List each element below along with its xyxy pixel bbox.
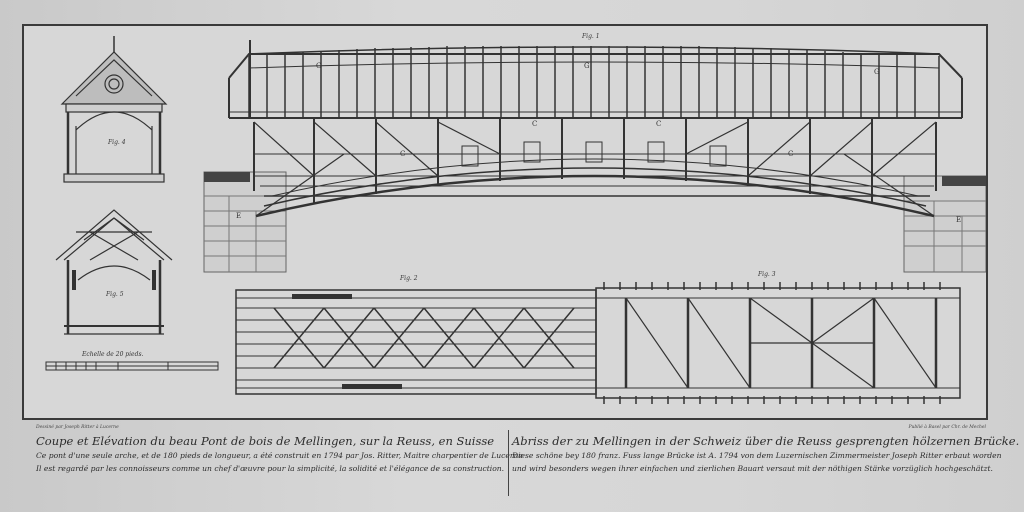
engraving-plate: Fig. 1 G G G C C C C E E Fig. 4 bbox=[45, 33, 986, 404]
plan-view-fig2 bbox=[235, 289, 597, 395]
letter-e-right: E bbox=[956, 216, 961, 224]
letter-c-1: C bbox=[532, 120, 537, 128]
caption-german-line2: und wird besonders wegen ihrer einfachen… bbox=[512, 464, 993, 473]
caption-german: Abriss der zu Mellingen in der Schweiz ü… bbox=[512, 433, 1020, 475]
left-abutment bbox=[203, 171, 287, 273]
railing-posts bbox=[248, 46, 940, 118]
fig5-label: Fig. 5 bbox=[105, 291, 124, 298]
portal-elevation bbox=[60, 36, 168, 183]
letter-g-3: G bbox=[874, 68, 880, 76]
letter-c-3: C bbox=[400, 150, 405, 158]
plan-view-fig3 bbox=[595, 282, 961, 404]
scale-label: Echelle de 20 pieds. bbox=[81, 351, 144, 358]
caption-french-line2: Il est regardé par les connoisseurs comm… bbox=[36, 464, 505, 473]
fig4-label: Fig. 4 bbox=[107, 139, 126, 146]
caption-french-line1: Ce pont d'une seule arche, et de 180 pie… bbox=[36, 451, 523, 460]
letter-g-1: G bbox=[316, 62, 322, 70]
scale-bar bbox=[45, 361, 219, 371]
cross-section bbox=[55, 209, 173, 335]
right-abutment bbox=[903, 175, 986, 273]
engraver-credit: Dessiné par Joseph Ritter à Lucerne bbox=[36, 425, 119, 430]
caption-french: Coupe et Elévation du beau Pont de bois … bbox=[36, 433, 523, 475]
caption-french-title: Coupe et Elévation du beau Pont de bois … bbox=[36, 434, 495, 448]
caption-german-line1: Diese schöne bey 180 franz. Fuss lange B… bbox=[512, 451, 1002, 460]
fig1-label: Fig. 1 bbox=[581, 33, 600, 40]
truss-hangers bbox=[313, 118, 873, 204]
bridge-windows bbox=[461, 141, 727, 167]
bridge-elevation bbox=[203, 40, 986, 273]
letter-g-2: G bbox=[584, 62, 590, 70]
fig2-label: Fig. 2 bbox=[399, 275, 418, 282]
letter-c-2: C bbox=[656, 120, 661, 128]
letter-c-4: C bbox=[788, 150, 793, 158]
caption-divider bbox=[508, 430, 509, 496]
caption-german-title: Abriss der zu Mellingen in der Schweiz ü… bbox=[512, 434, 1020, 448]
truss-braces bbox=[253, 121, 937, 217]
publisher-credit: Publié à Basel par Chr. de Mechel bbox=[908, 425, 987, 430]
letter-e-left: E bbox=[236, 212, 241, 220]
fig3-label: Fig. 3 bbox=[757, 271, 776, 278]
